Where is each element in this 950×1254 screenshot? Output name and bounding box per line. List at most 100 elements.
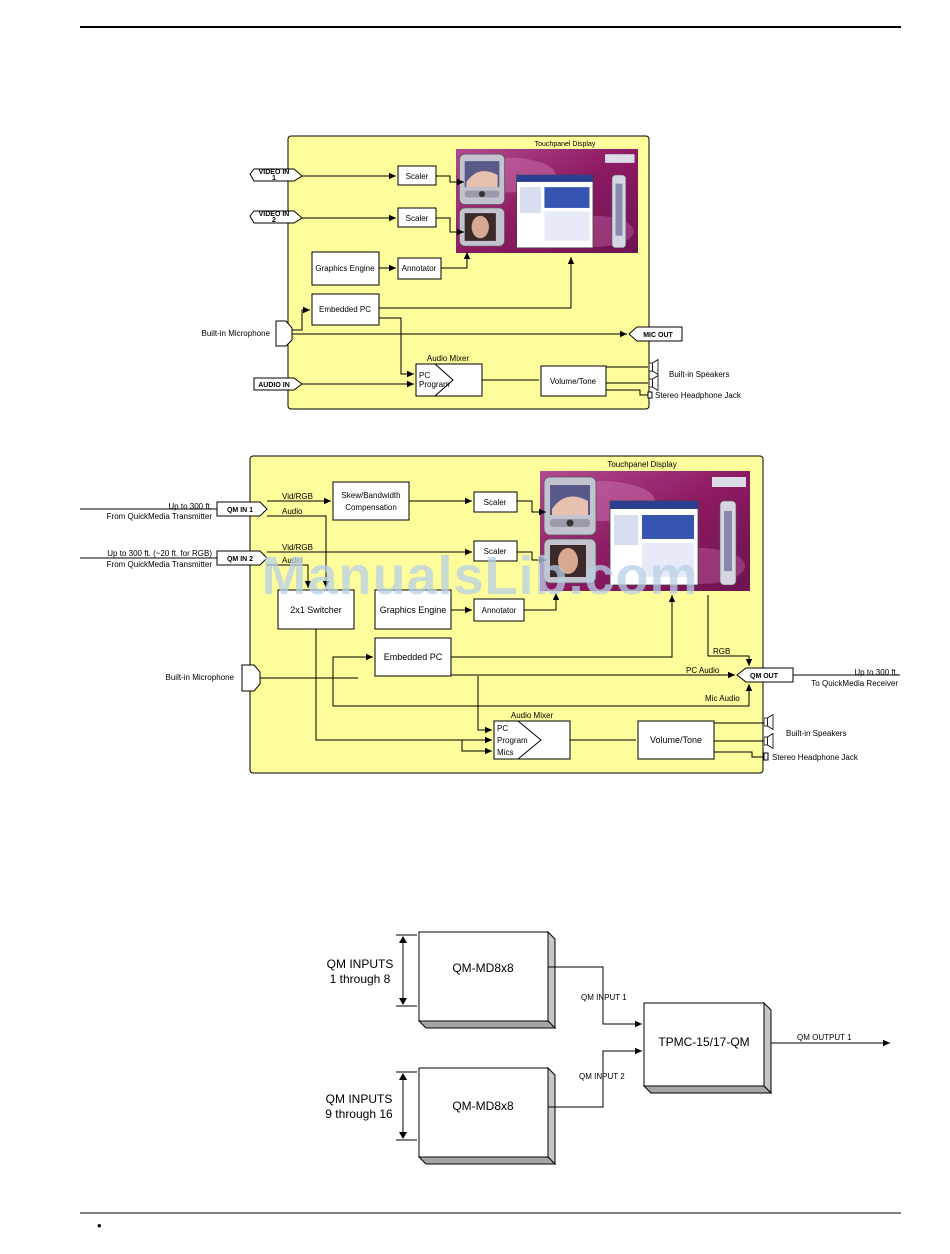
d1-mic-label: Built-in Microphone xyxy=(202,329,271,338)
d2-scaler-2-label: Scaler xyxy=(484,547,507,556)
d2-speakers-label: Built-in Speakers xyxy=(786,729,846,738)
d3-switcher-2-box: QM-MD8x8 xyxy=(417,1066,557,1166)
d2-vid-rgb-1: Vid/RGB xyxy=(282,492,313,501)
d1-scaler-2-label: Scaler xyxy=(406,214,429,223)
d2-skew-line2: Compensation xyxy=(345,503,397,512)
d2-embedded-pc xyxy=(374,637,452,677)
d3-panel-box: TPMC-15/17-QM xyxy=(642,1001,773,1095)
d3-switcher-1-box: QM-MD8x8 xyxy=(417,930,557,1030)
d2-dest-line2: To QuickMedia Receiver xyxy=(811,679,898,688)
d3-link-2-label: QM INPUT 2 xyxy=(579,1072,625,1081)
diagram-1: Touchpanel Display VIDEO IN 1 VIDEO IN 2… xyxy=(202,135,742,410)
d2-headphone-jack-icon xyxy=(763,752,769,761)
d2-scaler-2 xyxy=(473,540,518,562)
d2-skew-line1: Skew/Bandwidth xyxy=(341,491,400,500)
d1-mic-out-label: MIC OUT xyxy=(643,332,673,339)
d2-volume-tone xyxy=(637,720,715,760)
d2-scaler-1 xyxy=(473,491,518,513)
d2-annotator-label: Annotator xyxy=(482,606,517,615)
d2-qm-in-1-connector xyxy=(216,501,268,517)
d2-embedded-pc-label: Embedded PC xyxy=(384,652,443,662)
d3-brackets xyxy=(396,934,417,1141)
d2-skew-compensation xyxy=(332,481,410,521)
d2-audio-1: Audio xyxy=(282,507,303,516)
d1-video-in-2-label: VIDEO IN xyxy=(259,211,290,218)
d1-graphics-engine-label: Graphics Engine xyxy=(315,264,375,273)
d1-volume-tone-label: Volume/Tone xyxy=(550,377,597,386)
d2-mic-audio: Mic Audio xyxy=(705,694,740,703)
d2-qm-in-1-label: QM IN 1 xyxy=(227,507,253,514)
d1-embedded-pc-label: Embedded PC xyxy=(319,305,371,314)
d2-mic-label: Built-in Microphone xyxy=(166,673,235,682)
d2-src2-line2: From QuickMedia Transmitter xyxy=(107,560,213,569)
d1-screen-image xyxy=(456,148,638,254)
d3-panel-label: TPMC-15/17-QM xyxy=(658,1035,749,1049)
d2-mixer-pc: PC xyxy=(497,724,508,733)
d2-speaker-icon-1 xyxy=(764,714,774,730)
d2-qm-in-2-label: QM IN 2 xyxy=(227,556,253,563)
d1-video-in-1-connector xyxy=(249,168,303,182)
d2-switcher-label: 2x1 Switcher xyxy=(290,605,342,615)
d1-video-in-2-connector xyxy=(249,210,303,224)
d1-mic-connector xyxy=(275,320,293,347)
d2-src1-line1: Up to 300 ft. xyxy=(168,502,212,511)
d1-speaker-icon-2 xyxy=(649,375,659,391)
d1-video-in-1-label: VIDEO IN xyxy=(259,169,290,176)
d1-video-in-2-num: 2 xyxy=(272,217,276,224)
d2-title: Touchpanel Display xyxy=(607,460,676,469)
d2-audio-mixer-label: Audio Mixer xyxy=(511,711,554,720)
d1-title: Touchpanel Display xyxy=(535,141,596,148)
d3-switcher-2-label: QM-MD8x8 xyxy=(452,1099,514,1113)
d2-mixer-program: Program xyxy=(497,736,528,745)
d2-qm-in-2-connector xyxy=(216,550,268,566)
d1-speakers-label: Built-in Speakers xyxy=(669,370,729,379)
d2-wires xyxy=(80,497,900,758)
d1-audio-in-label: AUDIO IN xyxy=(258,382,290,389)
watermark-text: ManualsLib.com xyxy=(261,546,698,606)
d3-output-label: QM OUTPUT 1 xyxy=(797,1033,852,1042)
d3-group-1-line2: 1 through 8 xyxy=(330,972,391,986)
d2-src1-line2: From QuickMedia Transmitter xyxy=(107,512,213,521)
d3-switcher-1-label: QM-MD8x8 xyxy=(452,961,514,975)
d1-wires xyxy=(292,172,648,396)
d1-embedded-pc xyxy=(311,293,380,326)
d1-audio-in-connector xyxy=(253,377,303,391)
d3-group-2-line2: 9 through 16 xyxy=(325,1107,393,1121)
d1-volume-tone xyxy=(540,365,607,397)
d2-dest-line1: Up to 300 ft. xyxy=(854,668,898,677)
d3-group-2-line1: QM INPUTS xyxy=(326,1092,393,1106)
d2-mixer-mics: Mics xyxy=(497,748,513,757)
d2-audio-2: Audio xyxy=(282,556,303,565)
d2-volume-tone-label: Volume/Tone xyxy=(650,735,702,745)
d1-speaker-icon-1 xyxy=(649,359,659,375)
d1-video-in-1-num: 1 xyxy=(272,175,276,182)
d2-mixer-symbol xyxy=(517,720,542,760)
diagram-3: QM-MD8x8 QM-MD8x8 TPMC-15/17-QM QM INPUT… xyxy=(325,930,890,1166)
d2-scaler-1-label: Scaler xyxy=(484,498,507,507)
d1-mixer-program: Program xyxy=(419,380,450,389)
d2-headphone-label: Stereo Headphone Jack xyxy=(772,753,859,762)
d1-scaler-1-label: Scaler xyxy=(406,172,429,181)
d1-mixer-pc: PC xyxy=(419,371,430,380)
d1-audio-mixer-label: Audio Mixer xyxy=(427,354,470,363)
d2-src2-line1: Up to 300 ft. (~20 ft. for RGB) xyxy=(107,549,212,558)
d1-headphone-jack-icon xyxy=(647,391,653,399)
d3-group-1-line1: QM INPUTS xyxy=(327,957,394,971)
footer-bullet: • xyxy=(97,1218,102,1233)
diagram-2: Touchpanel Display Up to 300 ft. From Qu… xyxy=(80,455,900,774)
d2-speaker-icon-2 xyxy=(764,733,774,749)
d3-wires xyxy=(548,966,890,1108)
d2-graphics-engine xyxy=(374,589,452,630)
d2-rgb: RGB xyxy=(713,647,730,656)
d1-annotator-label: Annotator xyxy=(402,264,437,273)
d2-pc-audio: PC Audio xyxy=(686,666,720,675)
d2-mic-connector xyxy=(241,664,261,692)
d1-headphone-label: Stereo Headphone Jack xyxy=(655,391,742,400)
d2-vid-rgb-2: Vid/RGB xyxy=(282,543,313,552)
d1-mic-out-connector xyxy=(628,326,683,342)
d2-qm-out-label: QM OUT xyxy=(750,673,779,680)
d3-link-1-label: QM INPUT 1 xyxy=(581,993,627,1002)
d1-mixer-symbol xyxy=(434,363,454,397)
d2-switcher xyxy=(277,589,355,630)
